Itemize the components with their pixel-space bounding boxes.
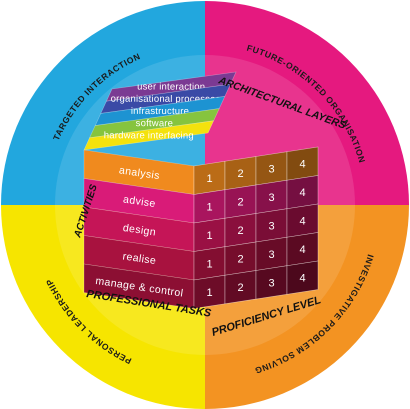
level-cell-r5-c4 [286,260,319,295]
level-number: 1 [206,173,212,185]
cube-top-face: user interaction organisational processes… [83,71,237,151]
level-number: 4 [299,244,305,256]
level-number: 2 [237,282,243,294]
quadrant-top-left [1,1,205,205]
level-number: 2 [237,225,243,237]
task-label-2: advise [122,193,156,210]
level-number: 1 [206,230,212,242]
task-label-1: analysis [118,164,160,182]
level-number: 3 [268,249,274,261]
layer-label-5: hardware interfacing [104,130,194,141]
layer-label-2: organisational processes [111,94,221,105]
task-label-4: realise [122,250,157,267]
level-number: 3 [268,192,274,204]
level-number: 3 [268,220,274,232]
level-number: 4 [299,159,305,171]
level-number: 1 [206,201,212,213]
level-number: 4 [299,216,305,228]
level-number: 2 [237,197,243,209]
layer-label-3: infrastructure [131,106,189,117]
level-number: 1 [206,287,212,299]
level-number: 4 [299,187,305,199]
layer-band-5 [83,120,215,151]
cube-side-face: 1 2 3 4 1 2 3 4 1 2 3 4 1 2 3 4 1 2 3 4 [193,146,319,309]
layer-label-1: user interaction [137,81,205,92]
level-number: 3 [268,277,274,289]
task-label-3: design [122,222,157,239]
cube: user interaction organisational processes… [83,71,319,309]
level-number: 2 [237,254,243,266]
quadrant-top-right [205,1,409,205]
level-number: 3 [268,163,274,175]
level-number: 4 [299,273,305,285]
level-number: 2 [237,168,243,180]
layer-label-4: software [136,118,174,129]
level-number: 1 [206,258,212,270]
